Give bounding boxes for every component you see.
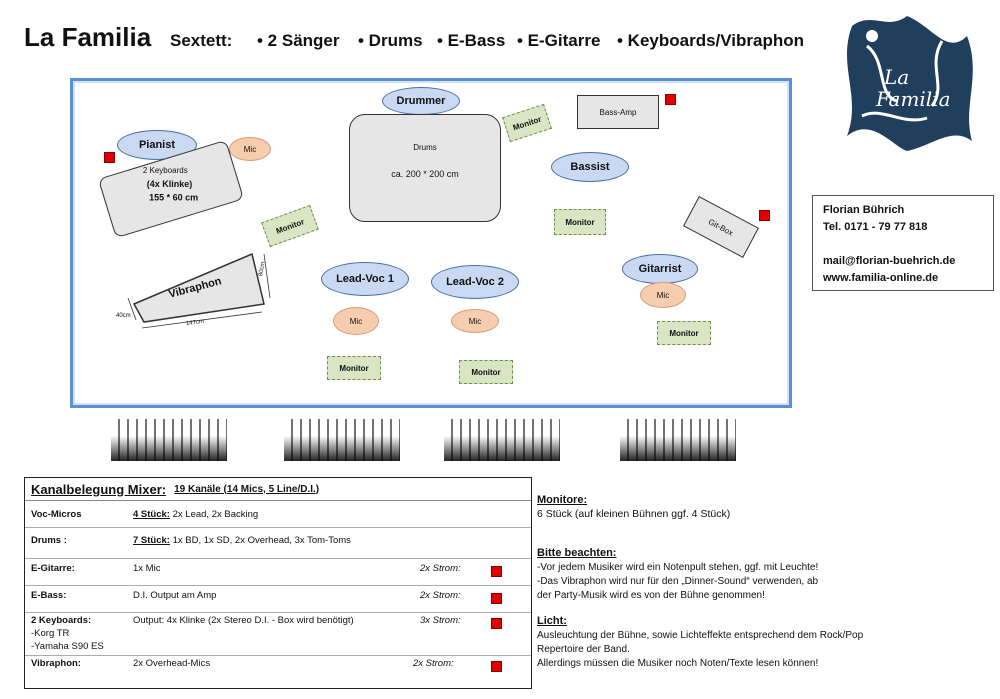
notes-beachten: Bitte beachten: -Vor jedem Musiker wird … [537, 546, 818, 603]
kb-sub-2: -Yamaha S90 ES [31, 641, 104, 652]
logo-text-1: La [883, 65, 909, 89]
table-row: 2 Keyboards: -Korg TR -Yamaha S90 ES Out… [25, 613, 531, 656]
beachten-line-2: -Das Vibraphon wird nur für den „Dinner-… [537, 576, 819, 587]
beachten-line-3: der Party-Musik wird es von der Bühne ge… [537, 590, 765, 601]
keyboards-line3: 155 * 60 cm [149, 192, 199, 203]
mic-pianist: Mic [229, 137, 271, 161]
table-row: Vibraphon: 2x Overhead-Mics 2x Strom: [25, 656, 531, 686]
mixer-table: Kanalbelegung Mixer: 19 Kanäle (14 Mics,… [24, 477, 532, 689]
row-desc: 1x Mic [133, 563, 161, 574]
gitarrist-position: Gitarrist [622, 254, 698, 284]
row-count: 4 Stück: [133, 509, 170, 520]
member-gitarre: • E-Gitarre [517, 31, 601, 50]
contact-mail[interactable]: mail@florian-buehrich.de [823, 255, 956, 267]
beachten-title: Bitte beachten: [537, 547, 617, 559]
mixer-header: Kanalbelegung Mixer: 19 Kanäle (14 Mics,… [25, 478, 531, 501]
row-name: Voc-Micros [31, 509, 82, 520]
bass-amp: Bass-Amp [577, 95, 659, 129]
power-indicator [491, 618, 502, 629]
power-git-box [759, 210, 770, 221]
table-row: E-Bass: D.I. Output am Amp 2x Strom: [25, 586, 531, 613]
licht-line-2: Repertoire der Band. [537, 644, 630, 655]
row-desc: 1x BD, 1x SD, 2x Overhead, 3x Tom-Toms [169, 535, 351, 546]
row-name: E-Bass: [31, 590, 67, 601]
power-keyboards [104, 152, 115, 163]
contact-tel: Tel. 0171 - 79 77 818 [823, 221, 928, 233]
mic-lead-2: Mic [451, 309, 499, 333]
vib-dim-depth: 40cm [116, 313, 131, 319]
crowd-image-4 [620, 419, 736, 461]
monitor-bassist: Monitor [554, 209, 606, 235]
power-bass-amp [665, 94, 676, 105]
contact-name: Florian Bührich [823, 204, 905, 216]
contact-web[interactable]: www.familia-online.de [823, 272, 939, 284]
licht-title: Licht: [537, 615, 567, 627]
logo-text-2: Familia [875, 87, 951, 111]
power-indicator [491, 593, 502, 604]
mic-gitarrist: Mic [640, 282, 686, 308]
keyboards-line2: (4x Klinke) [146, 179, 193, 190]
row-strom: 2x Strom: [420, 590, 461, 601]
sextett-label: Sextett: [170, 31, 233, 50]
crowd-image-1 [111, 419, 227, 461]
row-desc: 2x Lead, 2x Backing [169, 509, 259, 520]
row-name: E-Gitarre: [31, 563, 75, 574]
monitore-text: 6 Stück (auf kleinen Bühnen ggf. 4 Stück… [537, 508, 731, 520]
mic-lead-1: Mic [333, 307, 379, 335]
notes-licht: Licht: Ausleuchtung der Bühne, sowie Lic… [537, 614, 863, 671]
row-name: Vibraphon: [31, 658, 81, 669]
row-desc: D.I. Output am Amp [133, 590, 217, 601]
lead-voc-2-position: Lead-Voc 2 [431, 265, 519, 299]
power-indicator [491, 661, 502, 672]
band-logo: La Familia [832, 6, 982, 156]
row-count: 7 Stück: [133, 535, 170, 546]
table-row: Drums : 7 Stück: 1x BD, 1x SD, 2x Overhe… [25, 528, 531, 559]
drums-label: Drums [413, 143, 437, 152]
bassist-position: Bassist [551, 152, 629, 182]
vibraphon-shape [112, 246, 282, 336]
row-strom: 3x Strom: [420, 615, 461, 626]
drums-area: Drums ca. 200 * 200 cm [349, 114, 501, 222]
mixer-subtitle: 19 Kanäle (14 Mics, 5 Line/D.I.) [174, 483, 320, 495]
monitor-gitarrist: Monitor [657, 321, 711, 345]
notes-monitore: Monitore: 6 Stück (auf kleinen Bühnen gg… [537, 493, 730, 521]
member-drums: • Drums [358, 31, 423, 50]
monitor-lead-2: Monitor [459, 360, 513, 384]
row-name: Drums : [31, 535, 67, 546]
crowd-image-3 [444, 419, 560, 461]
crowd-image-2 [284, 419, 400, 461]
table-row: E-Gitarre: 1x Mic 2x Strom: [25, 559, 531, 586]
member-bass: • E-Bass [437, 31, 506, 50]
member-saenger: • 2 Sänger [257, 31, 340, 50]
monitore-title: Monitore: [537, 494, 588, 506]
page-title: La Familia [24, 22, 152, 52]
drums-size: ca. 200 * 200 cm [391, 169, 459, 179]
licht-line-1: Ausleuchtung der Bühne, sowie Lichteffek… [537, 630, 864, 641]
row-desc: Output: 4x Klinke (2x Stereo D.I. - Box … [133, 615, 354, 626]
stage-plan [70, 78, 792, 408]
monitor-lead-1: Monitor [327, 356, 381, 380]
drummer-position: Drummer [382, 87, 460, 115]
row-strom: 2x Strom: [420, 563, 461, 574]
table-row: Voc-Micros 4 Stück: 2x Lead, 2x Backing [25, 501, 531, 528]
beachten-line-1: -Vor jedem Musiker wird ein Notenpult st… [537, 562, 819, 573]
row-name: 2 Keyboards: [31, 615, 92, 626]
lead-voc-1-position: Lead-Voc 1 [321, 262, 409, 296]
row-strom: 2x Strom: [413, 658, 454, 669]
row-desc: 2x Overhead-Mics [133, 658, 211, 669]
power-indicator [491, 566, 502, 577]
kb-sub-1: -Korg TR [31, 628, 70, 639]
mixer-title: Kanalbelegung Mixer: [31, 481, 167, 497]
member-keyboards: • Keyboards/Vibraphon [617, 31, 805, 50]
keyboards-line1: 2 Keyboards [142, 165, 188, 175]
contact-box: Florian Bührich Tel. 0171 - 79 77 818 ma… [812, 195, 994, 291]
licht-line-3: Allerdings müssen die Musiker noch Noten… [537, 658, 819, 669]
